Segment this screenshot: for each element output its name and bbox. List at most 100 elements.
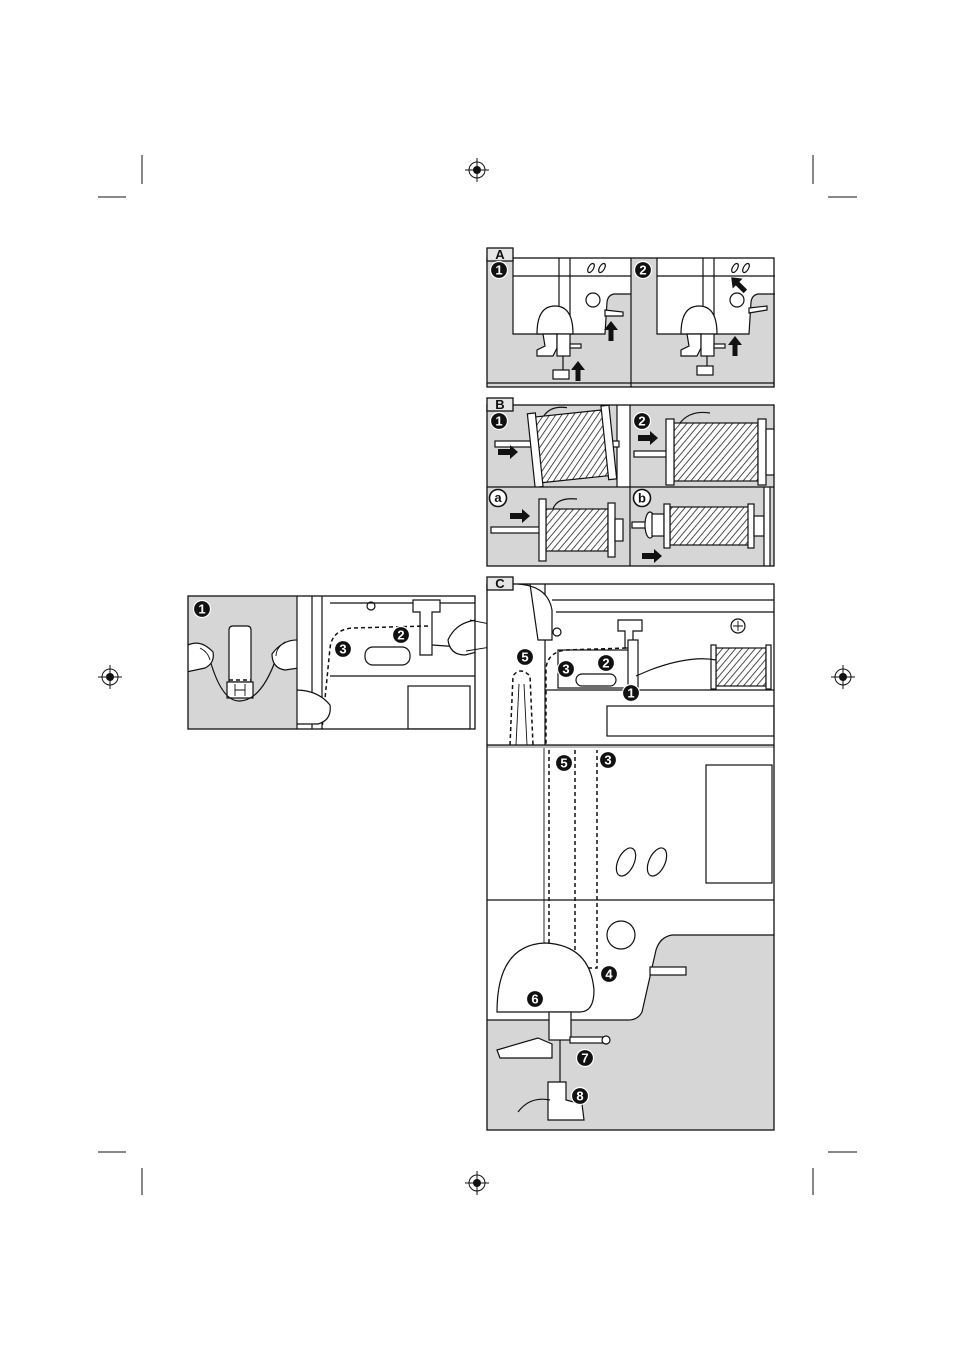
screw-head xyxy=(602,1036,610,1044)
registration-mark-bottom xyxy=(465,1171,489,1195)
figure-b-step-b-callout: b xyxy=(634,490,651,507)
callout-number: 5 xyxy=(521,650,528,665)
figure-c-top-callout-3: 3 xyxy=(558,661,575,678)
spool-flange-left xyxy=(666,419,674,485)
figure-b-step-1-illustration xyxy=(487,402,632,488)
spool-flange-right xyxy=(758,419,766,485)
callout-letter: a xyxy=(494,490,502,505)
figure-b: B 1 2 a b xyxy=(487,397,775,567)
figure-c-front-callout-4: 4 xyxy=(601,966,618,983)
figure-c-top-callout-1: 1 xyxy=(623,685,640,702)
figure-b-step-1-callout: 1 xyxy=(491,413,508,430)
spool-flange-left xyxy=(711,645,716,689)
spool-thread xyxy=(674,423,758,481)
spool-pin xyxy=(634,451,670,457)
callout-number: 8 xyxy=(576,1089,583,1104)
spool-thread xyxy=(670,507,750,545)
presser-foot xyxy=(697,366,713,375)
needle-clamp xyxy=(701,334,714,356)
registration-center xyxy=(839,673,847,681)
callout-number: 1 xyxy=(198,602,205,617)
registration-mark-top xyxy=(465,158,489,182)
registration-center xyxy=(106,673,114,681)
spool-hub xyxy=(615,519,623,541)
callout-number: 4 xyxy=(605,967,613,982)
needle-screw xyxy=(714,344,725,348)
figure-b-label: B xyxy=(495,397,504,412)
figure-a: A 1 2 xyxy=(487,247,776,387)
callout-number: 3 xyxy=(339,642,346,657)
figure-b-step-b-clip xyxy=(630,486,774,567)
needle-bar xyxy=(549,1012,571,1040)
thread-guide xyxy=(229,626,251,682)
figure-a-step-2-clip xyxy=(631,257,776,387)
spool-flange-right xyxy=(748,504,754,548)
callout-number: 2 xyxy=(397,628,404,643)
registration-mark-right xyxy=(831,665,855,689)
tension-dial xyxy=(365,647,410,665)
spool-thread xyxy=(546,509,608,551)
callout-number: 3 xyxy=(562,662,569,677)
figure-a-step-1-callout: 1 xyxy=(491,262,508,279)
callout-number: 1 xyxy=(495,414,502,429)
spool-thread xyxy=(534,410,611,483)
figure-a-step-1-illustration xyxy=(487,257,632,387)
machine-side xyxy=(764,486,770,567)
figure-c-front-view xyxy=(486,742,775,1130)
inset-figure: 1 2 3 xyxy=(186,596,534,729)
figure-c-front-callout-3: 3 xyxy=(600,752,617,769)
spool-flange-left xyxy=(539,499,546,561)
figure-b-step-2-clip xyxy=(630,405,775,487)
figure-c-label: C xyxy=(495,576,505,591)
presser-lever xyxy=(650,967,686,975)
figure-a-step-2-illustration xyxy=(631,257,776,387)
callout-number: 1 xyxy=(495,263,502,278)
needle-clamp xyxy=(557,334,570,356)
figure-b-step-a-callout: a xyxy=(490,490,507,507)
registration-center xyxy=(473,1179,481,1187)
tension-dial xyxy=(576,674,616,686)
figure-b-step-1-clip xyxy=(487,402,632,488)
callout-number: 3 xyxy=(604,753,611,768)
presser-foot xyxy=(553,370,569,379)
figure-b-step-2-callout: 2 xyxy=(634,413,651,430)
callout-letter: b xyxy=(638,491,646,506)
figure-b-step-a-clip xyxy=(487,487,631,566)
spool-flange-left xyxy=(664,504,670,548)
spool-flange-right xyxy=(608,503,615,557)
registration-center xyxy=(473,166,481,174)
figure-a-label: A xyxy=(495,247,505,262)
inset-callout-3: 3 xyxy=(335,641,352,658)
figure-a-step-2-callout: 2 xyxy=(635,262,652,279)
figure-b-step-b-illustration xyxy=(630,486,774,567)
spool-cap xyxy=(652,514,664,536)
figure-c-front-callout-8: 8 xyxy=(572,1088,589,1105)
figure-c-front-callout-7: 7 xyxy=(577,1050,594,1067)
callout-number: 2 xyxy=(602,656,609,671)
figure-c-front-callout-6: 6 xyxy=(527,991,544,1008)
inset-callout-1: 1 xyxy=(194,601,211,618)
needle-clamp-screw xyxy=(570,1037,606,1043)
figure-b-step-2-illustration xyxy=(630,405,775,487)
inset-right-illustration xyxy=(295,596,477,729)
spool-hub xyxy=(754,516,764,536)
spool-flange-right xyxy=(766,645,771,689)
callout-number: 6 xyxy=(531,992,538,1007)
figure-c: C 5 3 2 1 5 3 4 6 xyxy=(486,576,775,1130)
inset-callout-2: 2 xyxy=(393,627,410,644)
figure-c-top-callout-5: 5 xyxy=(517,649,534,666)
figure-c-front-callout-5: 5 xyxy=(556,755,573,772)
spool-thread xyxy=(716,648,766,686)
figure-a-step-1-clip xyxy=(487,257,632,387)
tension-post xyxy=(628,640,638,690)
registration-mark-left xyxy=(98,665,122,689)
callout-number: 7 xyxy=(581,1051,588,1066)
callout-number: 2 xyxy=(639,263,646,278)
figure-b-step-a-illustration xyxy=(487,487,631,566)
callout-number: 5 xyxy=(560,756,567,771)
needle-screw xyxy=(570,344,581,348)
callout-number: 1 xyxy=(627,686,634,701)
figure-c-top-callout-2: 2 xyxy=(598,655,615,672)
callout-number: 2 xyxy=(638,414,645,429)
